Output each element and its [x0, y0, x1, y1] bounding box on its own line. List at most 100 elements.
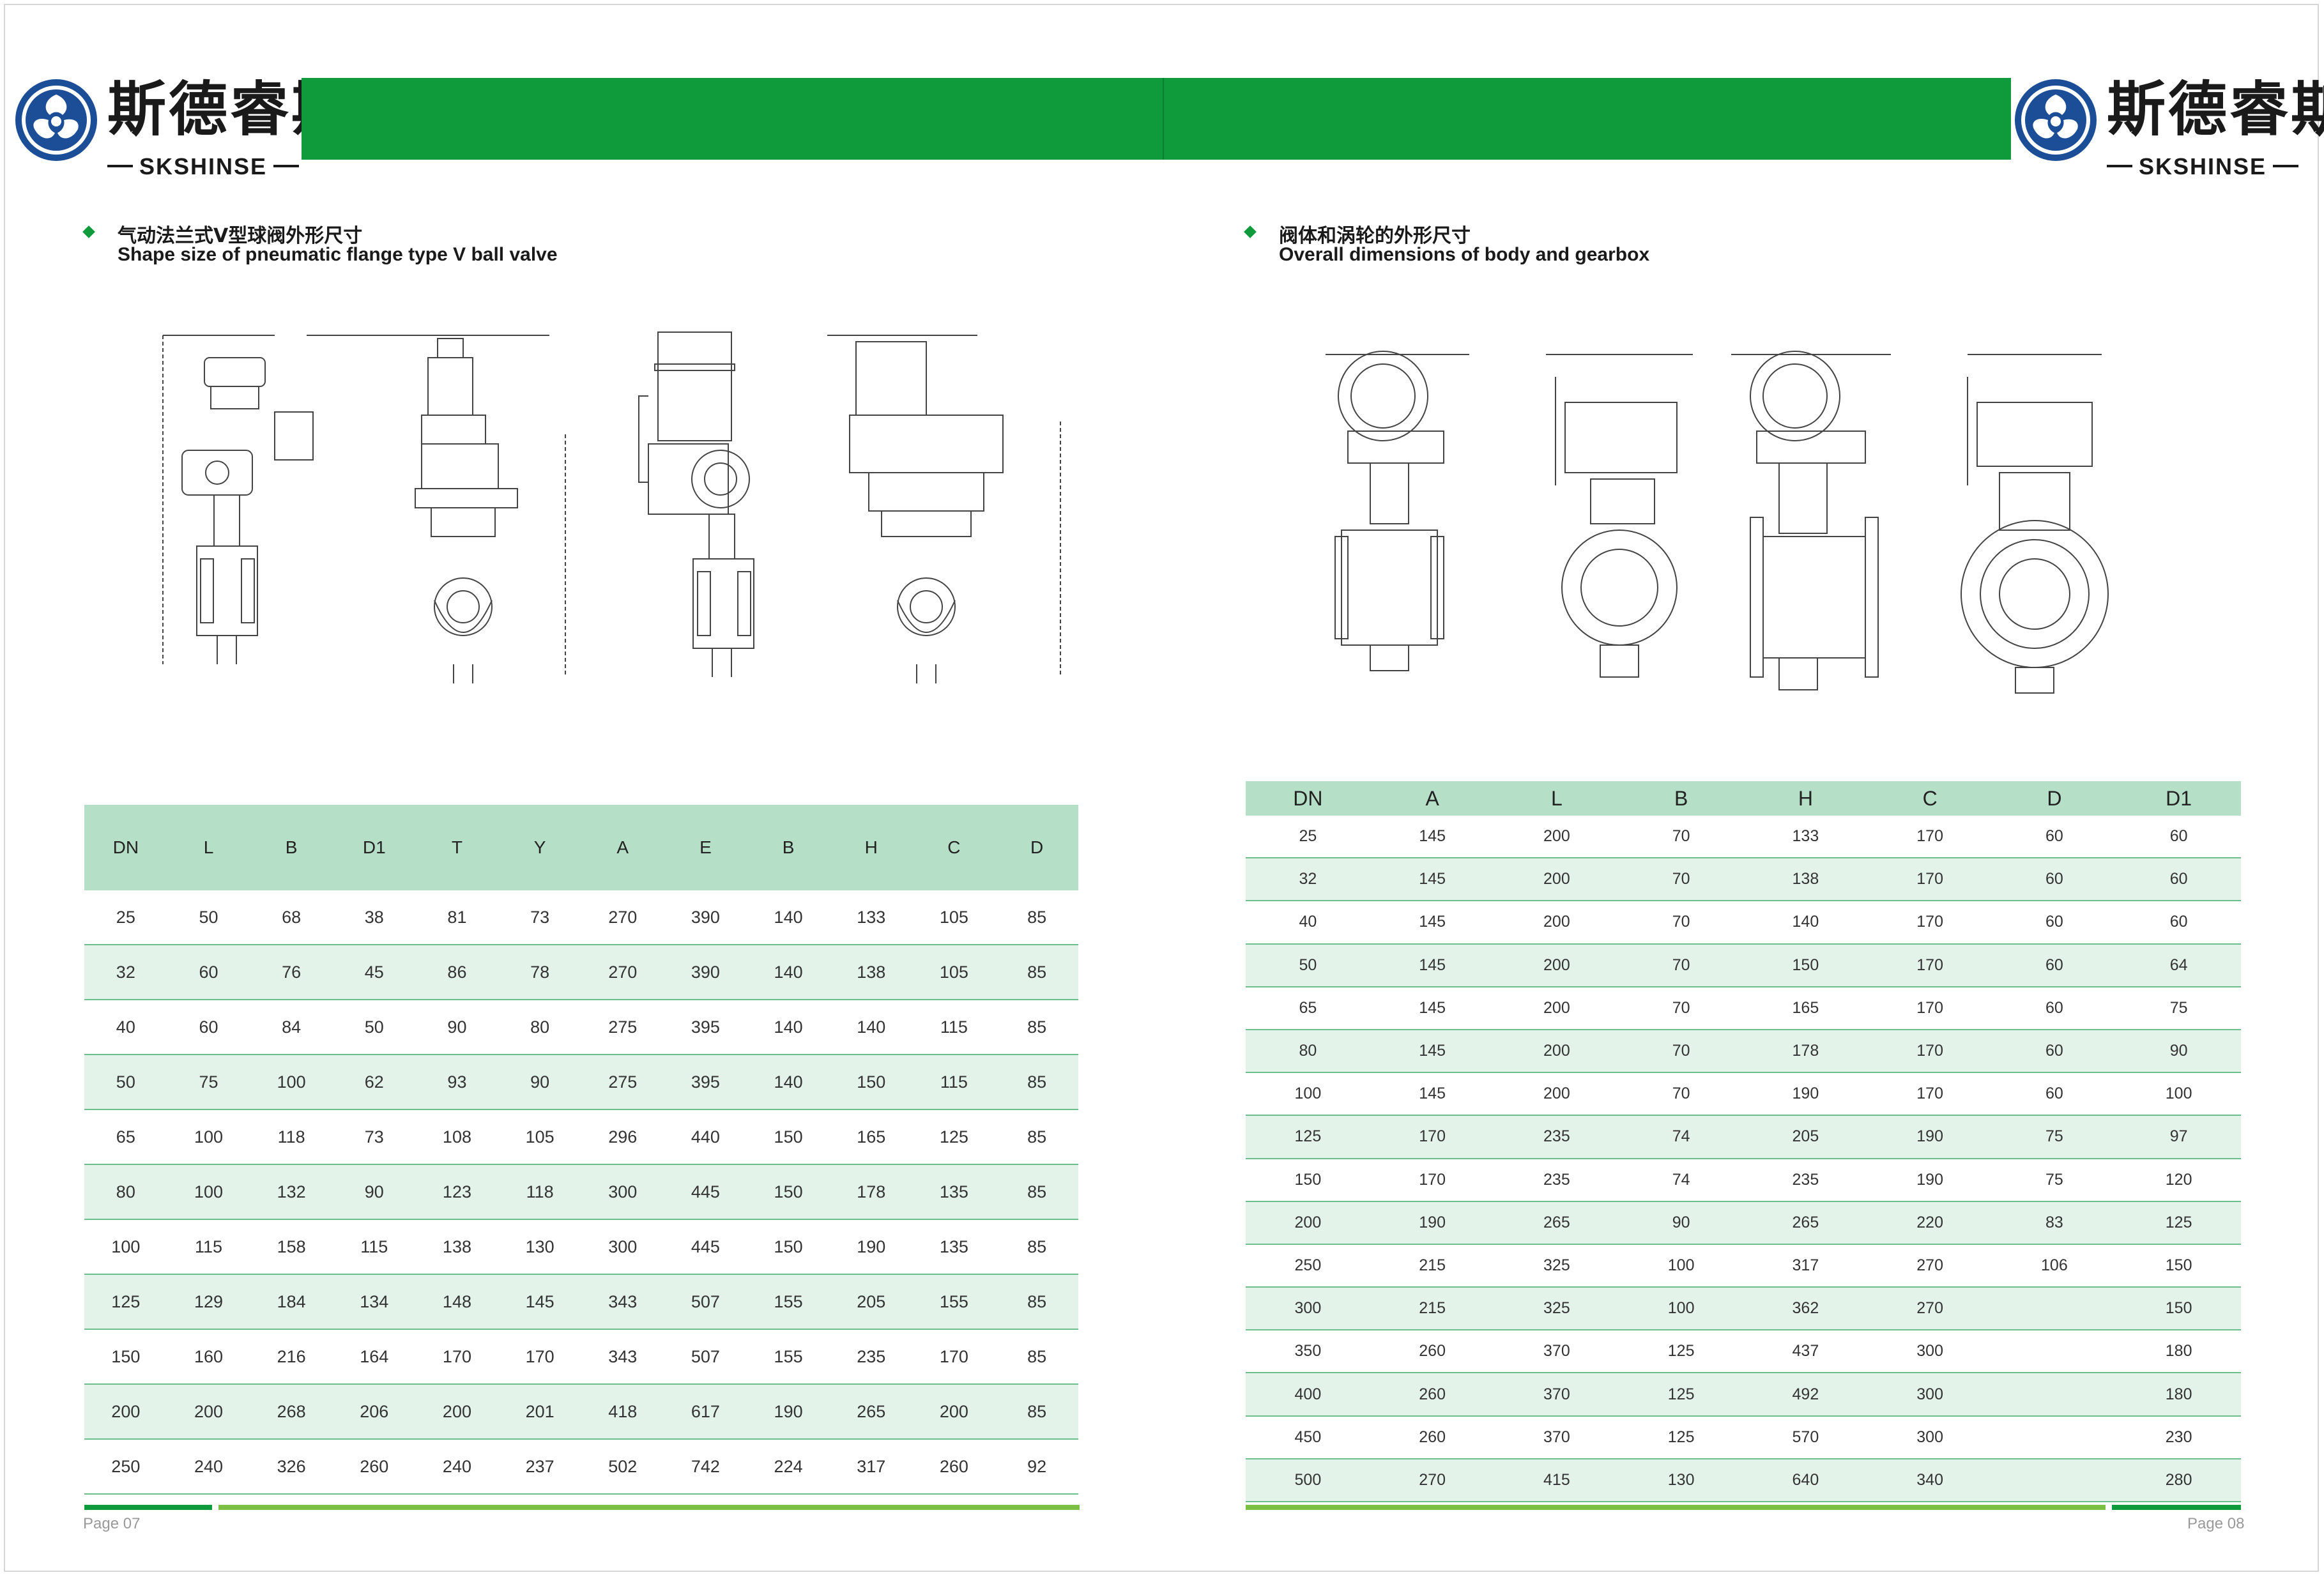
table-cell: 201	[498, 1384, 581, 1440]
table-cell: 200	[1494, 901, 1619, 945]
table-cell: 120	[2116, 1158, 2241, 1202]
table-cell: 280	[2116, 1458, 2241, 1503]
column-header: H	[829, 805, 913, 890]
table-cell: 50	[84, 1055, 167, 1110]
table-cell: 184	[250, 1274, 333, 1330]
table-cell: 92	[995, 1439, 1078, 1495]
table-cell: 235	[829, 1329, 913, 1385]
column-header: C	[1867, 781, 1992, 816]
table-cell: 215	[1370, 1287, 1495, 1331]
table-cell: 317	[829, 1439, 913, 1495]
column-header: H	[1743, 781, 1868, 816]
gearbox-valve-drawing	[1310, 326, 2146, 722]
table-cell: 240	[167, 1439, 250, 1495]
table-cell: 115	[912, 1055, 996, 1110]
table-cell: 138	[1743, 858, 1868, 902]
view-front-1	[163, 335, 275, 664]
table-cell: 115	[912, 1000, 996, 1055]
table-cell: 190	[829, 1219, 913, 1275]
brand-name-en: SKSHINSE	[139, 153, 268, 179]
table-cell: 300	[1867, 1415, 1992, 1459]
table-cell: 135	[912, 1219, 996, 1275]
table-cell: 507	[664, 1329, 747, 1385]
column-header: C	[912, 805, 996, 890]
table-cell: 60	[2116, 901, 2241, 945]
table-cell: 97	[2116, 1115, 2241, 1159]
column-header: A	[1370, 781, 1495, 816]
table-cell: 400	[1246, 1373, 1370, 1417]
table-cell: 340	[1867, 1458, 1992, 1503]
table-cell	[1992, 1373, 2117, 1417]
table-cell: 150	[747, 1219, 830, 1275]
table-cell: 200	[1494, 816, 1619, 859]
table-cell: 325	[1494, 1244, 1619, 1288]
table-cell: 343	[581, 1329, 664, 1385]
table-cell: 150	[747, 1109, 830, 1165]
table-cell: 235	[1494, 1158, 1619, 1202]
table-cell: 75	[1992, 1115, 2117, 1159]
table-cell: 445	[664, 1219, 747, 1275]
table-cell: 70	[1619, 943, 1743, 987]
column-header: D	[1992, 781, 2117, 816]
table-cell: 85	[995, 1329, 1078, 1385]
table-cell: 180	[2116, 1330, 2241, 1374]
table-cell: 300	[581, 1164, 664, 1220]
table-cell: 145	[1370, 901, 1495, 945]
table-cell: 60	[2116, 816, 2241, 859]
table-cell: 85	[995, 1219, 1078, 1275]
table-cell: 130	[1619, 1458, 1743, 1503]
table-cell: 105	[912, 945, 996, 1000]
table-cell: 265	[1743, 1201, 1868, 1245]
table-cell: 275	[581, 1000, 664, 1055]
table-cell: 216	[250, 1329, 333, 1385]
brand-logo-left: 斯德睿斯 SKSHINSE	[11, 75, 350, 179]
table-cell: 50	[1246, 943, 1370, 987]
table-cell: 145	[1370, 1072, 1495, 1116]
table-cell: 178	[1743, 1029, 1868, 1074]
table-cell: 85	[995, 1384, 1078, 1440]
table-cell: 164	[332, 1329, 416, 1385]
table-cell: 70	[1619, 816, 1743, 859]
table-cell: 93	[415, 1055, 499, 1110]
table-cell: 450	[1246, 1415, 1370, 1459]
table-cell: 100	[167, 1109, 250, 1165]
table-cell: 437	[1743, 1330, 1868, 1374]
column-header: A	[581, 805, 664, 890]
table-cell: 235	[1743, 1158, 1868, 1202]
table-cell: 300	[1867, 1373, 1992, 1417]
table-cell: 40	[84, 1000, 167, 1055]
page-frame	[4, 4, 2319, 1572]
table-cell: 170	[1867, 901, 1992, 945]
table-cell: 165	[829, 1109, 913, 1165]
view-side-1	[275, 335, 565, 683]
table-cell: 32	[84, 945, 167, 1000]
table-cell: 300	[1246, 1287, 1370, 1331]
table-cell: 260	[1370, 1415, 1495, 1459]
table-cell: 100	[250, 1055, 333, 1110]
table-cell: 32	[1246, 858, 1370, 902]
table-cell: 275	[581, 1055, 664, 1110]
brand-mark-icon	[2015, 79, 2097, 161]
table-cell: 134	[332, 1274, 416, 1330]
table-cell: 138	[415, 1219, 499, 1275]
gearbox-view-2	[1546, 354, 1693, 677]
table-cell: 85	[995, 890, 1078, 945]
table-cell: 85	[995, 1000, 1078, 1055]
gearbox-view-3	[1731, 351, 1891, 690]
table-cell: 150	[1246, 1158, 1370, 1202]
table-cell: 200	[1494, 858, 1619, 902]
column-header: T	[415, 805, 499, 890]
table-cell: 178	[829, 1164, 913, 1220]
table-cell: 395	[664, 1000, 747, 1055]
page-number-right: Page 08	[2187, 1515, 2245, 1532]
